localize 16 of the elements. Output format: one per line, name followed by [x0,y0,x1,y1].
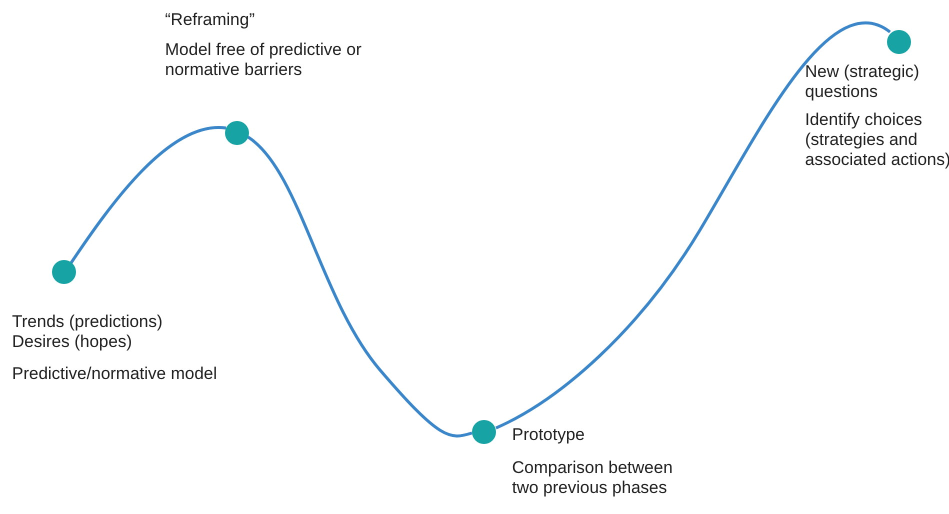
dot-marker [472,420,496,444]
dot-marker [52,260,76,284]
annotation-text: Model free of predictive or normative barriers [165,40,363,80]
annotation-text: “Reframing” [165,10,256,30]
annotation-text: New (strategic) questions [805,62,920,102]
annotation-text: Desires (hopes) [12,332,133,352]
annotation-text: Predictive/normative model [12,364,218,384]
annotation-text: Identify choices (strategies and associated actions) [805,110,949,170]
annotation-text: Trends (predictions) [12,312,164,332]
curve-line [247,136,472,438]
dot-marker [225,121,249,145]
annotation-text: Prototype [512,425,586,445]
curve-line [495,22,891,430]
curve-line [70,126,226,264]
dot-marker [887,30,911,54]
annotation-text: Comparison between two previous phases [512,458,674,498]
